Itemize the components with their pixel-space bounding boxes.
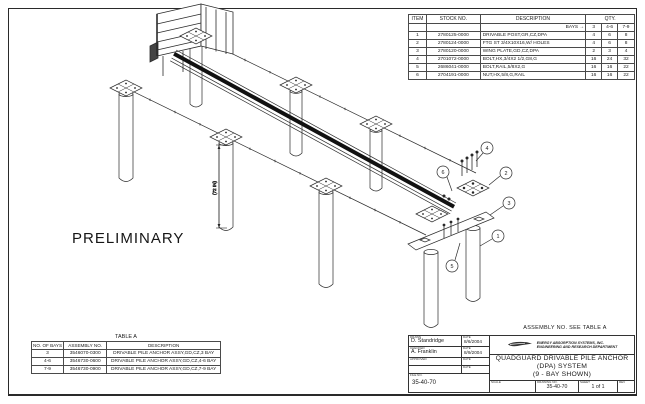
bay-col-7-9: 7-9: [617, 23, 635, 32]
svg-text:3: 3: [508, 201, 511, 207]
backup-structure: [149, 3, 234, 76]
col-item: ITEM: [408, 14, 427, 24]
drawn-label: DRAWN: [410, 336, 422, 339]
table-a-title: TABLE A: [115, 334, 137, 340]
exploded-detail: [407, 150, 495, 328]
company-name: ENERGY ABSORPTION SYSTEMS, INC. ENGINEER…: [536, 340, 618, 349]
table-a-row: 7-9 3546730-0900 DRIVABLE PILE ANCHOR AS…: [30, 365, 221, 374]
balloon-1: 1: [479, 229, 505, 247]
title-line-1: QUADGUARD DRIVABLE PILE ANCHOR: [495, 355, 629, 363]
table-a-row: 3 3546070-0300 DRIVABLE PILE ANCHOR ASSY…: [30, 349, 221, 358]
title-block-main: ENERGY ABSORPTION SYSTEMS, INC. ENGINEER…: [490, 336, 634, 392]
sheet-number-cell: SHEET 1 of 1: [579, 381, 618, 392]
rev-cell: REV: [619, 381, 626, 384]
balloon-callouts: 4 6 2 3 1 5: [436, 141, 516, 273]
col-stock-no: STOCK NO.: [425, 14, 481, 24]
checked-date: 8/9/2004: [464, 350, 482, 355]
svg-text:1: 1: [497, 234, 500, 240]
table-a: NO. OF BAYS ASSEMBLY NO. DESCRIPTION 3 3…: [30, 341, 221, 374]
preliminary-label: PRELIMINARY: [72, 230, 185, 247]
parts-row: 4 2701072-0000 BOLT,HX,3/4X2 1/2,G8,G 16…: [408, 55, 635, 64]
approved-label: APPROVED: [410, 358, 427, 361]
assembly-note: ASSEMBLY NO. SEE TABLE A: [523, 325, 607, 331]
balloon-2: 2: [488, 166, 513, 186]
sheet-number: 1 of 1: [591, 384, 605, 390]
drawing-number: 35-40-70: [546, 384, 568, 390]
company-logo-icon: [507, 342, 532, 347]
company-logo-row: ENERGY ABSORPTION SYSTEMS, INC. ENGINEER…: [490, 336, 634, 355]
file-number-cell: FILE NO. 35-40-70: [409, 374, 489, 392]
scale-cell: SCALE: [490, 381, 536, 392]
title-block-footer: SCALE DRAWING NO. 35-40-70 SHEET 1 of 1 …: [490, 381, 634, 392]
balloon-6: 6: [436, 165, 453, 192]
title-line-2: (DPA) SYSTEM: [536, 363, 588, 371]
checked-name: A. Franklin: [411, 349, 437, 355]
checked-label: CHECKED: [410, 347, 425, 350]
svg-text:4: 4: [486, 146, 489, 152]
parts-table: ITEM STOCK NO. DESCRIPTION QTY. BAYS → 3…: [408, 14, 635, 80]
deck-near-edge: [125, 87, 427, 236]
parts-row: 3 2780120-0000 WING PLATE,GD,CZ,DPA 2 3 …: [408, 47, 635, 56]
signature-row: DATE: [409, 366, 489, 374]
parts-row: 5 2686041-0000 BOLT,RAIL,5/8X2,G 16 16 2…: [408, 63, 635, 72]
svg-text:6: 6: [442, 170, 445, 176]
col-description: DESCRIPTION: [479, 14, 587, 24]
parts-row: 6 2704191-0000 NUT,HX,5/8,G,RAIL 16 16 2…: [408, 71, 635, 80]
bay-col-4-6: 4-6: [601, 23, 619, 32]
balloon-3: 3: [489, 196, 516, 216]
parts-row: 1 2780125-0000 DRIVABLE POST,GR,CZ,DPA 4…: [408, 31, 635, 40]
sheet-border: [8, 8, 637, 396]
drawn-name: D. Standridge: [411, 338, 444, 344]
file-number: 35-40-70: [412, 380, 437, 386]
parts-header-row: ITEM STOCK NO. DESCRIPTION QTY.: [408, 14, 635, 24]
drawing-number-cell: DRAWING NO. 35-40-70: [536, 381, 579, 392]
bay-col-3: 3: [585, 23, 603, 32]
table-a-header-row: NO. OF BAYS ASSEMBLY NO. DESCRIPTION: [30, 341, 221, 350]
monorail: [170, 49, 457, 215]
parts-bays-row: BAYS → 3 4-6 7-9: [408, 23, 635, 32]
balloon-5: 5: [445, 242, 461, 273]
bays-label: BAYS →: [479, 23, 587, 32]
parts-row: 2 2780124-0000 FTG ST 3/4X10X16,W/ HOLES…: [408, 39, 635, 48]
signature-row: APPROVED DATE: [409, 358, 489, 366]
col-qty: QTY.: [585, 14, 635, 24]
footing-plates: [109, 27, 449, 223]
balloon-4: 4: [475, 141, 494, 162]
dimension-label: (72 IN): [212, 181, 217, 196]
drawing-title: QUADGUARD DRIVABLE PILE ANCHOR (DPA) SYS…: [490, 355, 634, 381]
file-label: FILE NO.: [410, 373, 423, 377]
title-line-3: (9 - BAY SHOWN): [532, 371, 592, 379]
table-a-row: 4-6 3546730-0600 DRIVABLE PILE ANCHOR AS…: [30, 357, 221, 366]
pile-dimension: (72 IN): [212, 144, 227, 229]
svg-text:2: 2: [505, 171, 508, 177]
drawn-date: 8/6/2004: [464, 339, 482, 344]
svg-text:5: 5: [451, 264, 454, 270]
